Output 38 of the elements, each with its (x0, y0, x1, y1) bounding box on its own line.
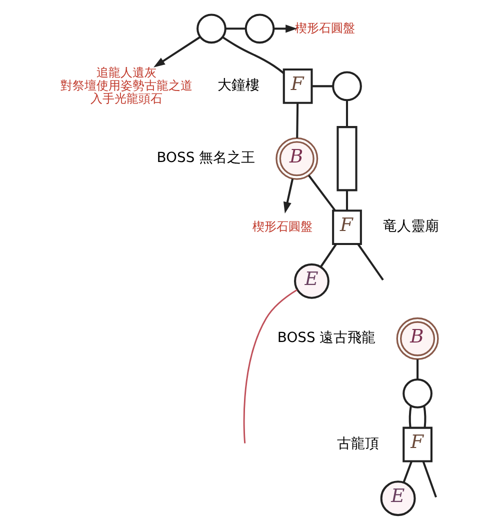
node-circle (196, 14, 226, 44)
node-text: 追龍人遺灰 對祭壇使用姿勢古龍之道 入手光龍頭石 (60, 65, 193, 106)
connector (346, 100, 348, 127)
node-circle (244, 14, 275, 44)
arrow (274, 24, 298, 33)
node-circle: B (276, 137, 318, 180)
connector (346, 190, 348, 210)
connector (296, 103, 299, 138)
connector (222, 36, 284, 74)
node-label: 大鐘樓 (217, 77, 260, 94)
arrow (283, 178, 294, 214)
node-box: F (282, 68, 313, 104)
node-circle (402, 378, 432, 408)
node-label: BOSS 無名之王 (156, 150, 256, 166)
node-box (336, 126, 358, 192)
connector (423, 406, 426, 428)
connector (422, 460, 437, 498)
node-label: 古龍頂 (337, 436, 380, 452)
connector (320, 244, 338, 268)
node-box: F (332, 210, 362, 246)
node-label: 竜人靈廟 (383, 218, 440, 235)
node-circle: E (380, 480, 416, 516)
connector (416, 359, 419, 380)
node-circle: E (294, 263, 330, 299)
connector (225, 28, 246, 30)
connector (243, 289, 298, 444)
node-box: F (402, 426, 432, 462)
node-circle: B (396, 317, 439, 360)
connector (402, 460, 413, 483)
node-text: 楔形石圓盤 (295, 20, 356, 35)
connector (308, 174, 336, 211)
node-text: 楔形石圓盤 (252, 219, 312, 234)
node-label: BOSS 遠古飛龍 (277, 330, 376, 346)
connector (312, 85, 334, 88)
node-circle (332, 71, 362, 102)
arrow (154, 36, 201, 68)
connector (408, 406, 412, 428)
connector (357, 244, 384, 281)
